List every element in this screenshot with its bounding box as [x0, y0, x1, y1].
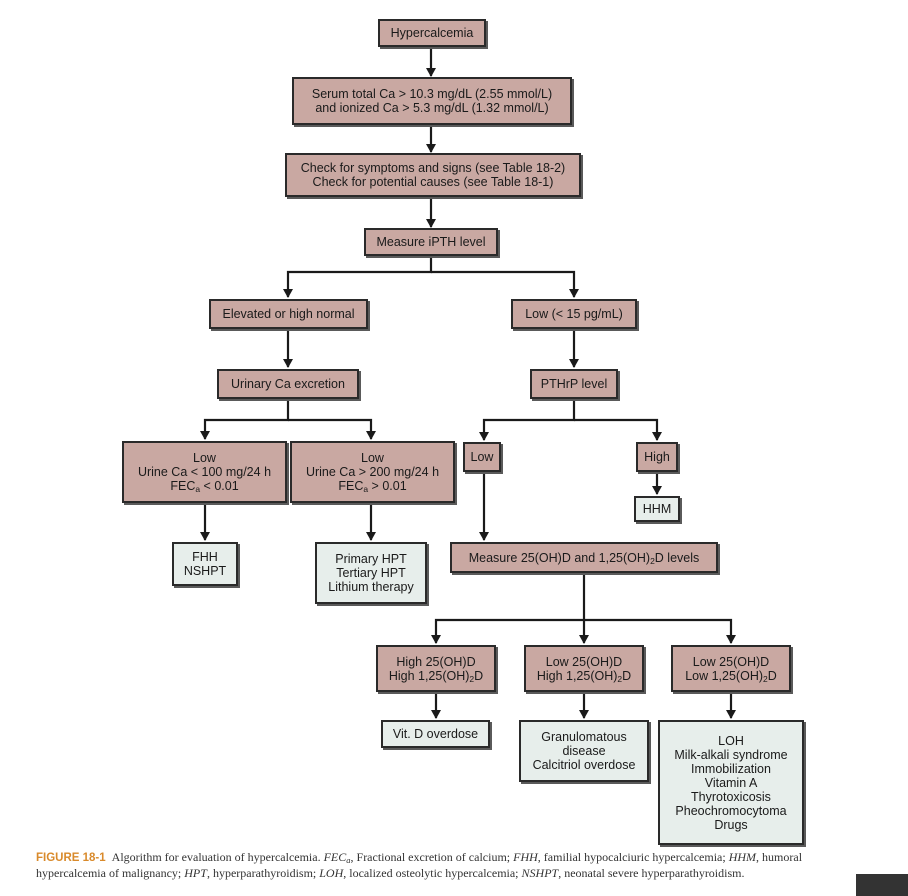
loh-line-7: Drugs	[714, 817, 748, 832]
high-urine-line-2: Urine Ca > 200 mg/24 h	[305, 465, 440, 479]
node-elevated: Elevated or high normal	[209, 299, 368, 329]
node-measure-ipth: Measure iPTH level	[364, 228, 498, 256]
arrow-pthrp-low	[479, 399, 576, 441]
node-measure-vitd: Measure 25(OH)D and 1,25(OH)2D levels	[450, 542, 718, 573]
pthrp-line-1: PTHrP level	[540, 377, 608, 391]
ll-line-1: Low 25(OH)D	[692, 654, 770, 669]
hh-line-1: High 25(OH)D	[396, 654, 476, 669]
low-urine-line-3: FECa < 0.01	[170, 479, 239, 494]
arrow-urinary-low	[200, 399, 290, 440]
check-symptoms-line-2: Check for potential causes (see Table 18…	[312, 175, 554, 189]
elevated-line-1: Elevated or high normal	[222, 307, 355, 321]
hypercalcemia-line-1: Hypercalcemia	[390, 26, 474, 40]
node-pthrp-high: High	[636, 442, 678, 472]
primary-hpt-line-1: Primary HPT	[335, 552, 407, 566]
arrow-vitd-ll	[584, 618, 736, 644]
low-pth-line-1: Low (< 15 pg/mL)	[525, 307, 623, 321]
loh-line-6: Pheochromocytoma	[675, 803, 787, 818]
fhh-line-2: NSHPT	[183, 564, 227, 578]
arrow-pthrp-high	[574, 418, 662, 441]
node-hypercalcemia: Hypercalcemia	[378, 19, 486, 47]
vitd-overdose-line-1: Vit. D overdose	[392, 727, 479, 741]
serum-ca-line-1: Serum total Ca > 10.3 mg/dL (2.55 mmol/L…	[311, 87, 553, 101]
loh-line-3: Immobilization	[691, 761, 771, 776]
serum-ca-line-2: and ionized Ca > 5.3 mg/dL (1.32 mmol/L)	[315, 101, 549, 115]
hh-line-2: High 1,25(OH)2D	[388, 668, 484, 684]
ll-line-2: Low 1,25(OH)2D	[685, 668, 777, 684]
check-symptoms-line-1: Check for symptoms and signs (see Table …	[300, 161, 566, 175]
loh-line-5: Thyrotoxicosis	[691, 789, 771, 804]
measure-ipth-line-1: Measure iPTH level	[376, 235, 486, 249]
page-corner-tab	[856, 874, 908, 896]
figure-label: FIGURE 18-1	[36, 852, 106, 864]
low-urine-line-1: Low	[193, 451, 216, 465]
loh-line-4: Vitamin A	[704, 775, 758, 790]
node-vitd-overdose: Vit. D overdose	[381, 720, 490, 748]
loh-line-1: LOH	[718, 733, 744, 748]
hhm-line-1: HHM	[642, 502, 672, 516]
granulomatous-line-3: Calcitriol overdose	[532, 758, 636, 772]
primary-hpt-line-3: Lithium therapy	[328, 580, 414, 594]
pthrp-high-line-1: High	[644, 450, 670, 464]
granulomatous-line-2: disease	[562, 744, 606, 758]
node-pthrp-low: Low	[463, 442, 501, 472]
arrow-ipth-elevated	[283, 256, 433, 298]
node-serum-ca: Serum total Ca > 10.3 mg/dL (2.55 mmol/L…	[292, 77, 572, 125]
node-urinary-ca: Urinary Ca excretion	[217, 369, 359, 399]
arrow-ipth-low	[431, 270, 579, 298]
arrow-vitd-hh	[431, 573, 586, 644]
lh-line-2: High 1,25(OH)2D	[536, 668, 632, 684]
node-low-pth: Low (< 15 pg/mL)	[511, 299, 637, 329]
loh-line-2: Milk-alkali syndrome	[674, 747, 788, 762]
figure-caption-text: Algorithm for evaluation of hypercalcemi…	[36, 850, 803, 880]
primary-hpt-line-2: Tertiary HPT	[336, 566, 406, 580]
measure-vitd-line-1: Measure 25(OH)D and 1,25(OH)2D levels	[468, 550, 700, 566]
granulomatous-line-1: Granulomatous	[541, 730, 627, 744]
urinary-ca-line-1: Urinary Ca excretion	[231, 377, 345, 391]
pthrp-low-line-1: Low	[470, 450, 494, 464]
arrow-urinary-high	[288, 418, 376, 440]
low-urine-line-2: Urine Ca < 100 mg/24 h	[137, 465, 272, 479]
fhh-line-1: FHH	[192, 550, 218, 564]
high-urine-line-3: FECa > 0.01	[338, 479, 407, 494]
node-check-symptoms: Check for symptoms and signs (see Table …	[285, 153, 581, 197]
lh-line-1: Low 25(OH)D	[545, 654, 623, 669]
node-pthrp: PTHrP level	[530, 369, 618, 399]
high-urine-line-1: Low	[361, 451, 384, 465]
node-hhm: HHM	[634, 496, 680, 522]
